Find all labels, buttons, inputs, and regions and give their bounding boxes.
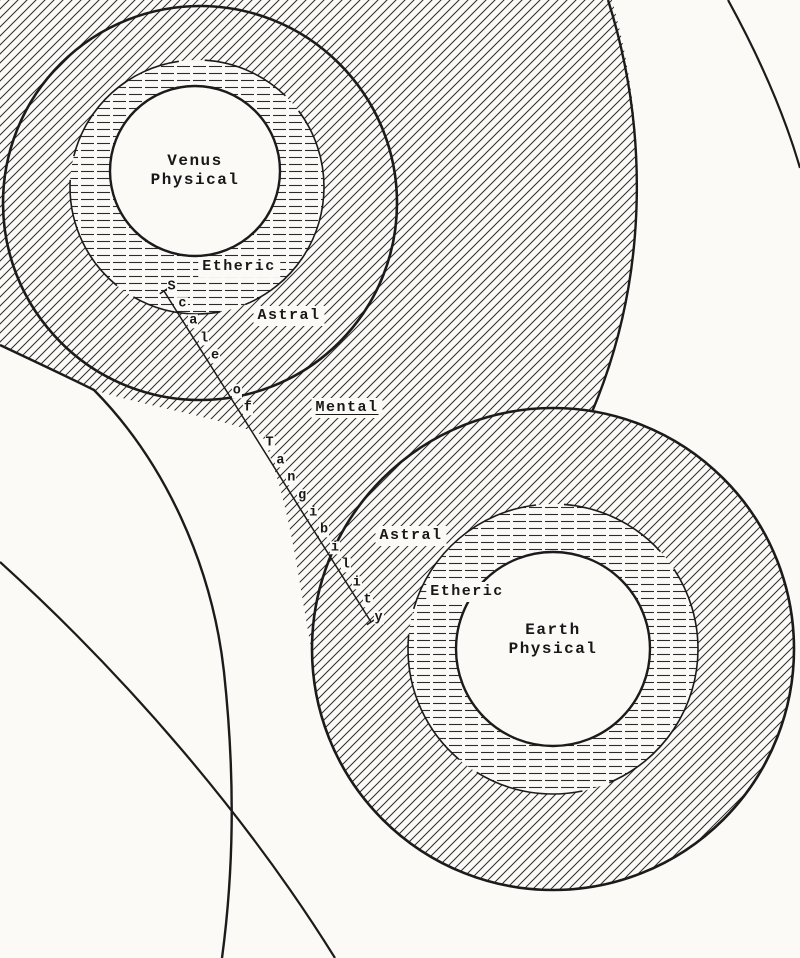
scale-line-letter: e (210, 348, 221, 364)
scale-line-letter: i (351, 574, 362, 590)
earth-etheric-circle (407, 503, 699, 795)
scale-line-letter: b (318, 522, 330, 538)
outer-arc-top-right-corner (727, 0, 800, 169)
scale-line-letter: i (329, 540, 340, 556)
venus-etheric-circle (69, 59, 325, 315)
mental-plane-label: Mental (311, 398, 383, 418)
scale-line-letter: a (188, 313, 199, 329)
scale-line-letter: c (177, 296, 188, 312)
earth-plane-name: Physical (508, 640, 598, 658)
scale-line-letter: i (308, 505, 319, 521)
venus-physical-label: Venus Physical (151, 152, 240, 190)
venus-astral-circle (1, 4, 399, 402)
scale-line-letter: t (362, 592, 373, 608)
outer-arc-bottom-left (0, 561, 336, 958)
scale-line-letter: T (264, 435, 275, 451)
venus-name: Venus (167, 151, 223, 170)
venus-etheric-ring-hatch (70, 60, 324, 314)
scale-line-letter: l (340, 557, 351, 573)
earth-etheric-ring-hatch (408, 504, 698, 794)
venus-astral-ring-hatch (2, 5, 398, 401)
venus-astral-label: Astral (253, 306, 325, 326)
earth-etheric-label: Etheric (426, 582, 508, 602)
earth-astral-label: Astral (375, 526, 447, 546)
venus-etheric-label: Etheric (198, 257, 280, 277)
scale-line-letter: y (373, 609, 384, 625)
earth-physical-label: Earth Physical (509, 621, 598, 659)
mental-boundary-arc-bottom-left (0, 343, 233, 958)
mental-boundary-arc-top-right (590, 0, 639, 413)
scale-line-letter: f (242, 400, 253, 416)
scale-line-letter: g (297, 487, 308, 503)
scale-line-letter: a (275, 452, 286, 468)
scale-line-letter: o (231, 383, 242, 399)
scale-line-letter: S (166, 278, 177, 294)
venus-physical-circle (108, 84, 282, 258)
venus-plane-name: Physical (150, 171, 240, 189)
scale-line-letter: l (199, 331, 210, 346)
venus-system (1, 4, 399, 402)
scale-line (163, 290, 372, 623)
scale-line-letter: n (286, 470, 297, 486)
earth-astral-circle (310, 406, 796, 892)
earth-name: Earth (525, 620, 581, 639)
